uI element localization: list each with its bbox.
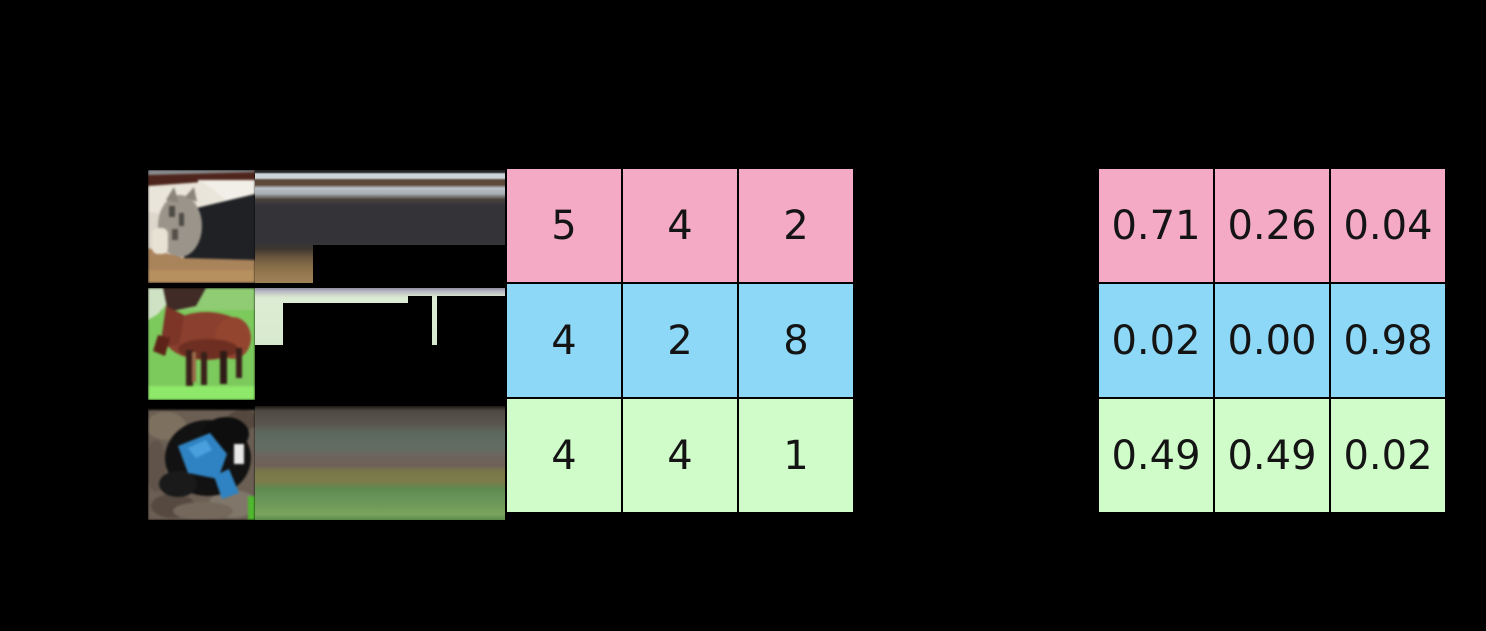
dog-photo-icon xyxy=(148,406,255,520)
logit-cell: 2 xyxy=(621,282,739,399)
dog-image xyxy=(148,406,255,520)
table-row: 4 4 1 xyxy=(505,397,855,514)
occluded-text-silhouette xyxy=(437,296,505,345)
cat-row-smear-band xyxy=(255,170,505,283)
logit-cell: 5 xyxy=(505,167,623,284)
table-row: 0.71 0.26 0.04 xyxy=(1097,167,1447,284)
probability-cell: 0.49 xyxy=(1097,397,1215,514)
occluded-text-silhouette xyxy=(408,296,432,345)
logit-cell: 1 xyxy=(737,397,855,514)
probability-cell: 0.00 xyxy=(1213,282,1331,399)
dog-row-smear-band xyxy=(255,406,505,520)
table-row: 0.49 0.49 0.02 xyxy=(1097,397,1447,514)
softmax-probabilities-table: 0.71 0.26 0.04 0.02 0.00 0.98 0.49 0.49 … xyxy=(1097,167,1447,514)
table-row: 0.02 0.00 0.98 xyxy=(1097,282,1447,399)
occluded-text-silhouette xyxy=(283,303,408,345)
logit-cell: 4 xyxy=(505,397,623,514)
logit-cell: 4 xyxy=(505,282,623,399)
horse-row-smear-band xyxy=(255,288,505,400)
logit-cell: 4 xyxy=(621,397,739,514)
occluded-text-silhouette xyxy=(255,345,505,400)
table-row: 4 2 8 xyxy=(505,282,855,399)
probability-cell: 0.26 xyxy=(1213,167,1331,284)
cat-image xyxy=(148,170,255,283)
logit-cell: 2 xyxy=(737,167,855,284)
probability-cell: 0.71 xyxy=(1097,167,1215,284)
logits-table: 5 4 2 4 2 8 4 4 1 xyxy=(505,167,855,514)
probability-cell: 0.49 xyxy=(1213,397,1331,514)
horse-image xyxy=(148,288,255,400)
cat-photo-icon xyxy=(148,170,255,283)
probability-cell: 0.98 xyxy=(1329,282,1447,399)
probability-cell: 0.02 xyxy=(1097,282,1215,399)
probability-cell: 0.02 xyxy=(1329,397,1447,514)
logit-cell: 4 xyxy=(621,167,739,284)
horse-photo-icon xyxy=(148,288,255,400)
probability-cell: 0.04 xyxy=(1329,167,1447,284)
table-row: 5 4 2 xyxy=(505,167,855,284)
logit-cell: 8 xyxy=(737,282,855,399)
occluded-text-silhouette xyxy=(313,245,505,283)
